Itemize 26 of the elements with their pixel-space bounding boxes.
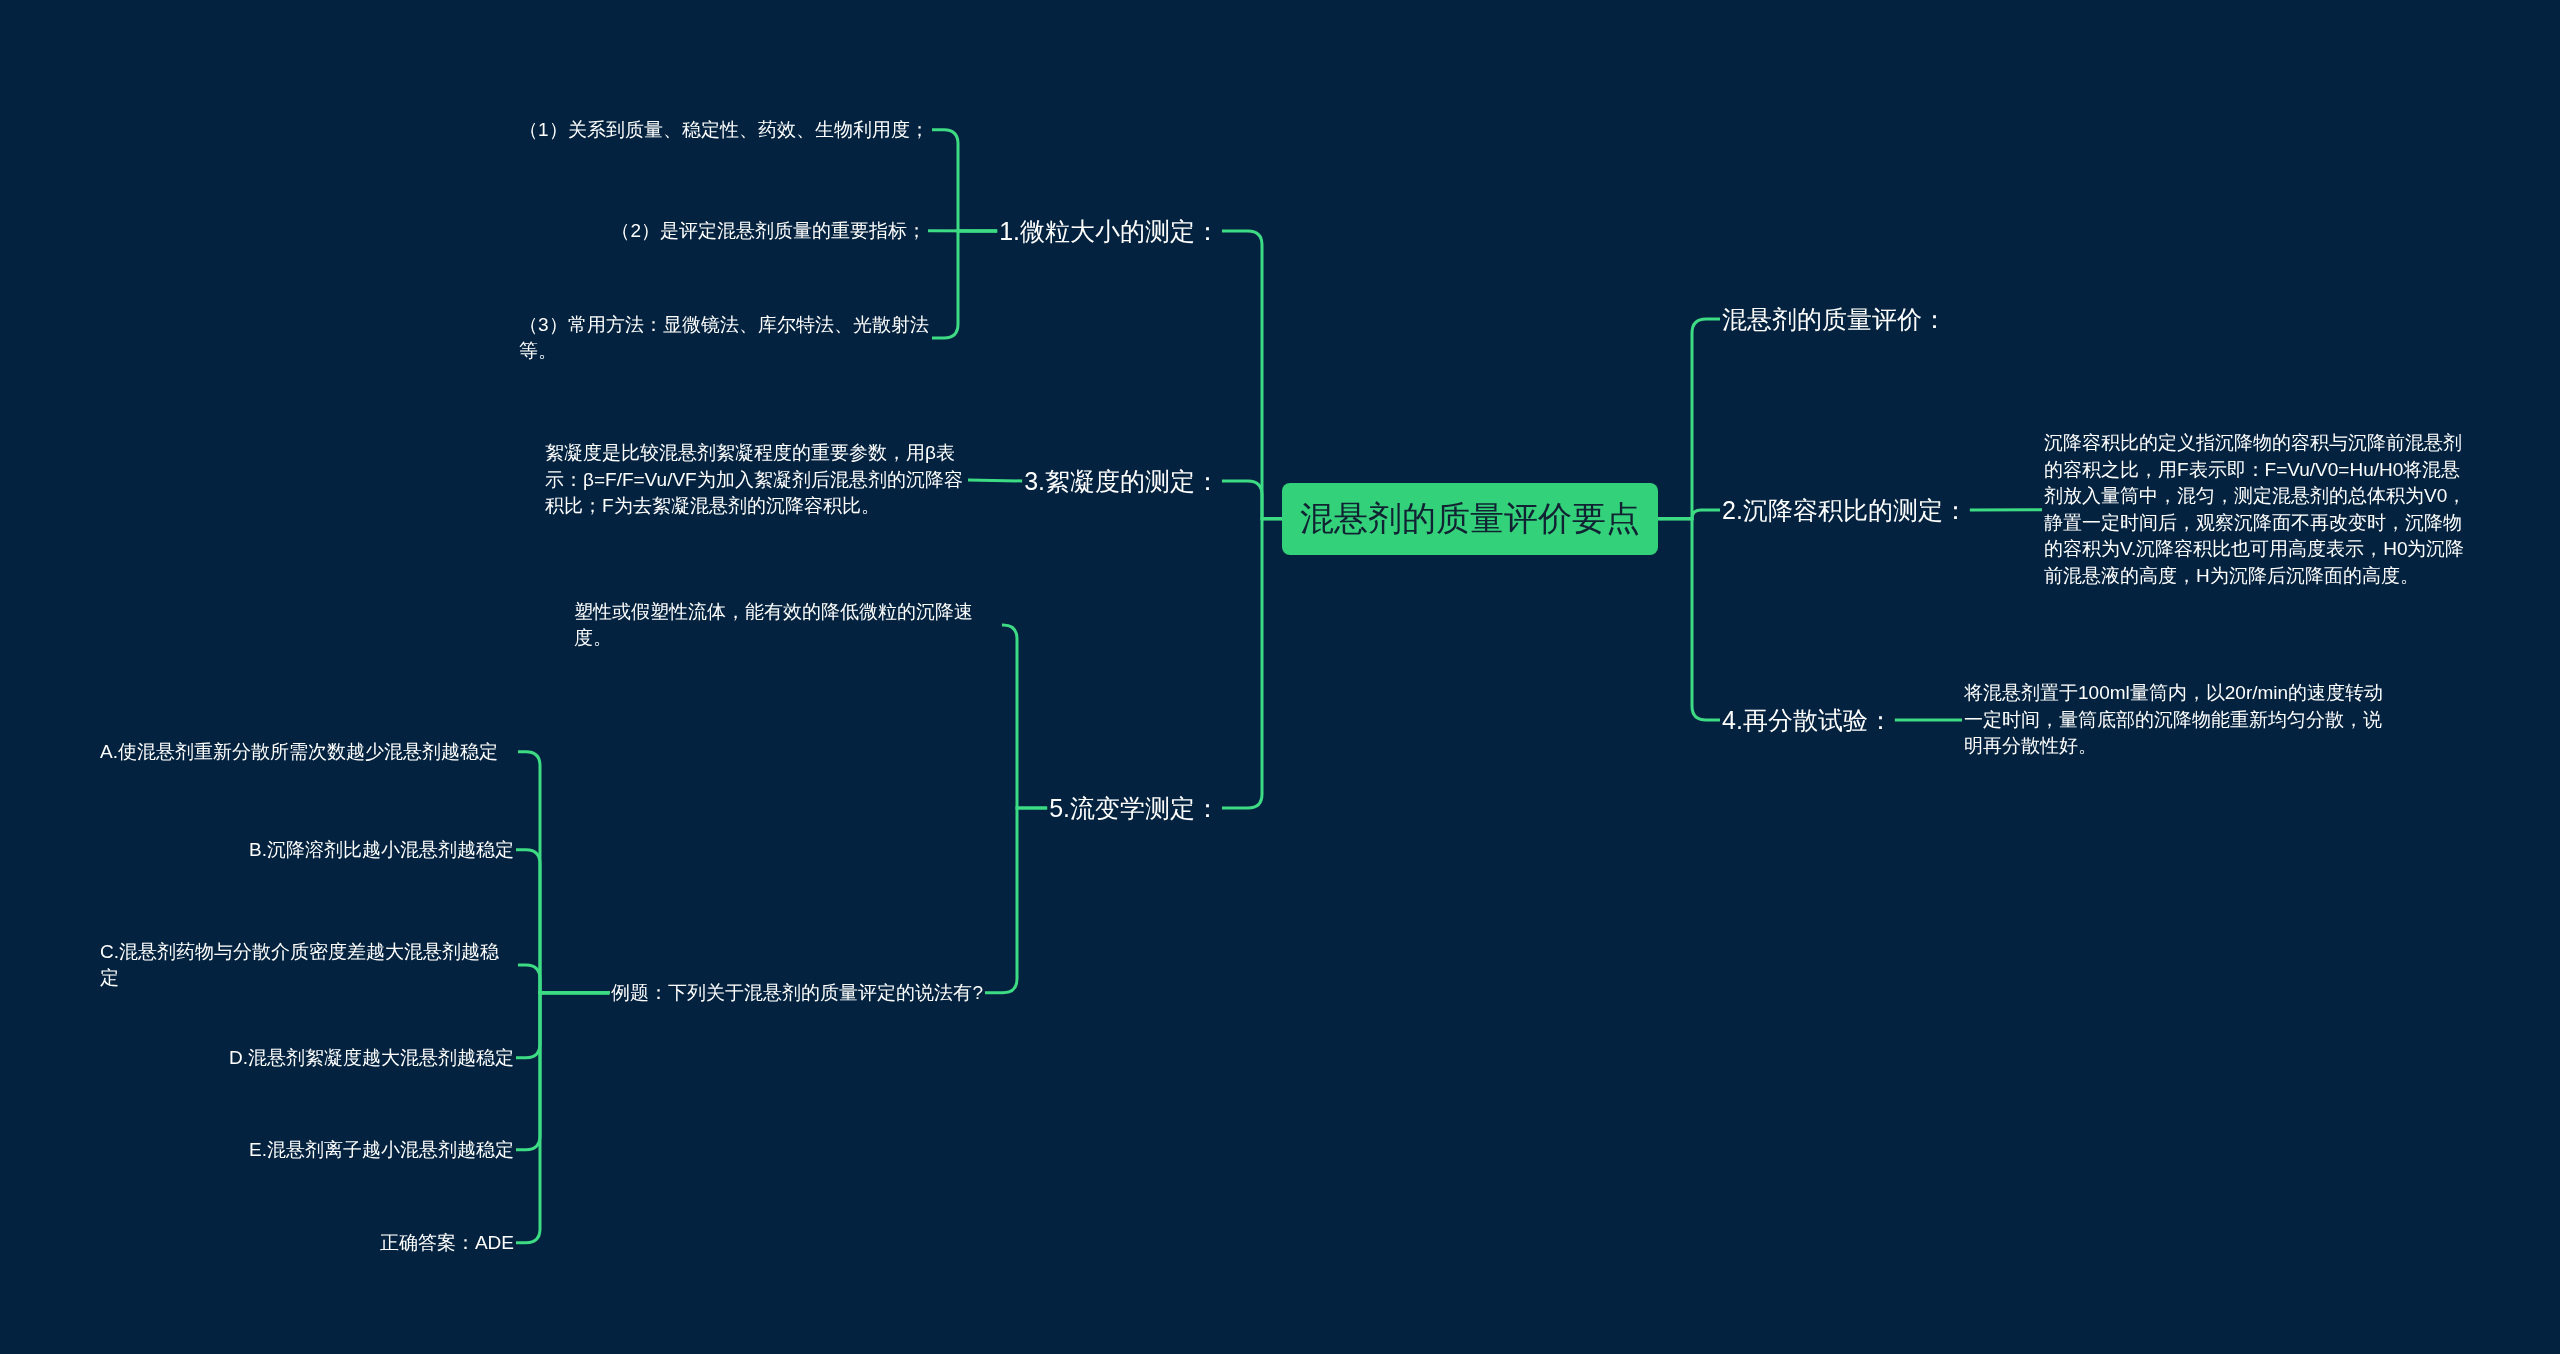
note-text: A.使混悬剂重新分散所需次数越少混悬剂越稳定 xyxy=(98,736,518,768)
note-text: 絮凝度是比较混悬剂絮凝程度的重要参数，用β表示：β=F/F=Vu/VF为加入絮凝剂后混悬剂的沉降容积比；F为去絮凝混悬剂的沉降容积比。 xyxy=(543,438,968,522)
note-text: 将混悬剂置于100ml量筒内，以20r/min的速度转动一定时间，量筒底部的沉降物能重新均匀分散，说明再分散性好。 xyxy=(1962,678,2392,762)
central-topic-box: 混悬剂的质量评价要点 xyxy=(1282,483,1658,555)
note-text: 正确答案：ADE xyxy=(377,1227,516,1259)
note-text: 沉降容积比的定义指沉降物的容积与沉降前混悬剂的容积之比，用F表示即：F=Vu/V0=Hu/H0将混悬剂放入量筒中，混匀，测定混悬剂的总体积为V0，静置一定时间后，观察沉降面不再改变时，沉降物的容积为V.沉降容积比也可用高度表示，H0为沉降前混悬液的高度，H为沉降后沉降面的高度。 xyxy=(2042,428,2472,592)
branch-label: 4.再分散试验： xyxy=(1720,700,1895,740)
branch-label: 5.流变学测定： xyxy=(1047,788,1222,828)
branch-label: 1.微粒大小的测定： xyxy=(997,211,1222,251)
note-text: B.沉降溶剂比越小混悬剂越稳定 xyxy=(247,834,516,866)
note-text: E.混悬剂离子越小混悬剂越稳定 xyxy=(247,1134,516,1166)
note-text: 例题：下列关于混悬剂的质量评定的说法有? xyxy=(609,977,985,1009)
branch-label: 3.絮凝度的测定： xyxy=(1022,461,1222,501)
connector-line xyxy=(967,478,1023,483)
note-text: （3）常用方法：显微镜法、库尔特法、光散射法等。 xyxy=(517,309,932,367)
note-text: （1）关系到质量、稳定性、药效、生物利用度； xyxy=(517,114,932,146)
branch-label: 混悬剂的质量评价： xyxy=(1720,299,1949,339)
note-text: C.混悬剂药物与分散介质密度差越大混悬剂越稳定 xyxy=(98,936,518,994)
connector-line xyxy=(928,229,998,233)
note-text: D.混悬剂絮凝度越大混悬剂越稳定 xyxy=(227,1042,516,1074)
connector-line xyxy=(1894,718,1962,722)
connector-line xyxy=(1969,508,2042,512)
note-text: （2）是评定混悬剂质量的重要指标； xyxy=(609,215,928,247)
connector-line xyxy=(1222,517,1282,810)
note-text: 塑性或假塑性流体，能有效的降低微粒的沉降速度。 xyxy=(572,596,1002,654)
branch-label: 2.沉降容积比的测定： xyxy=(1720,490,1970,530)
